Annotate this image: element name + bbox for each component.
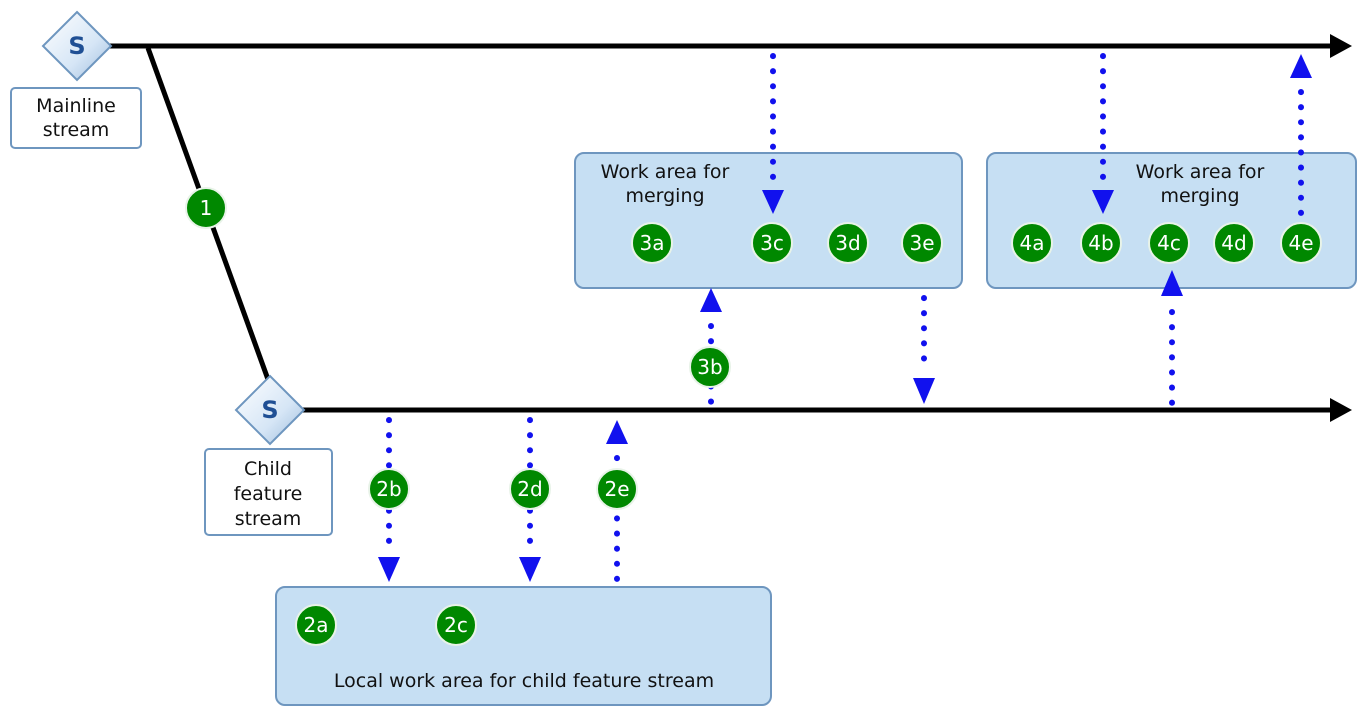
- mainline-label-line1: Mainline: [36, 95, 116, 117]
- arrow-2b-down: [378, 417, 400, 582]
- child-label-line1: Child: [244, 458, 292, 480]
- mainline-icon-letter: S: [68, 32, 85, 60]
- svg-text:3d: 3d: [835, 231, 860, 255]
- child-label-box: [204, 448, 333, 536]
- mainline-label-line2: stream: [43, 119, 110, 141]
- svg-text:3e: 3e: [909, 231, 934, 255]
- step-2b: 2b: [368, 468, 410, 510]
- svg-text:4e: 4e: [1288, 231, 1313, 255]
- child-label-line3: stream: [235, 508, 302, 530]
- step-3d: 3d: [827, 222, 869, 264]
- step-2c: 2c: [435, 604, 477, 646]
- step-3a: 3a: [631, 222, 673, 264]
- svg-text:1: 1: [200, 196, 213, 220]
- local-work-area: [275, 586, 772, 706]
- child-stream-icon: S: [234, 374, 306, 446]
- step-4a: 4a: [1011, 222, 1053, 264]
- arrow-4b-down: [1092, 53, 1114, 214]
- work-area-3-label-line1: Work area for: [601, 161, 730, 183]
- svg-text:2c: 2c: [444, 613, 468, 637]
- arrow-4c-up: [1161, 270, 1183, 407]
- step-3c: 3c: [751, 222, 793, 264]
- mainline-stream-icon: S: [41, 10, 113, 82]
- step-3b: 3b: [689, 346, 731, 388]
- step-4b: 4b: [1080, 222, 1122, 264]
- child-icon-letter: S: [261, 396, 278, 424]
- step-4c: 4c: [1148, 222, 1190, 264]
- svg-text:2a: 2a: [304, 613, 329, 637]
- svg-text:4d: 4d: [1221, 231, 1246, 255]
- svg-text:4b: 4b: [1088, 231, 1113, 255]
- work-area-4-label-line1: Work area for: [1136, 161, 1265, 183]
- step-3e: 3e: [901, 222, 943, 264]
- arrow-3e-down: [913, 295, 935, 404]
- arrow-2e-up: [606, 420, 628, 586]
- svg-text:4c: 4c: [1157, 231, 1181, 255]
- svg-text:3b: 3b: [697, 355, 722, 379]
- svg-text:3c: 3c: [760, 231, 784, 255]
- svg-text:2b: 2b: [376, 477, 401, 501]
- step-2a: 2a: [295, 604, 337, 646]
- step-2d: 2d: [509, 468, 551, 510]
- step-4e: 4e: [1280, 222, 1322, 264]
- mainline-label-box: [10, 87, 142, 149]
- work-area-4-label-line2: merging: [1160, 185, 1239, 207]
- local-work-area-label: Local work area for child feature stream: [334, 670, 714, 692]
- svg-text:2d: 2d: [517, 477, 542, 501]
- arrow-3c-down: [762, 53, 784, 214]
- child-stream-arrowhead: [1330, 398, 1352, 422]
- work-area-3-label-line2: merging: [625, 185, 704, 207]
- svg-text:3a: 3a: [640, 231, 665, 255]
- arrow-3b-up: [700, 288, 722, 407]
- arrow-4e-up: [1290, 54, 1312, 223]
- mainline-arrowhead: [1330, 34, 1352, 58]
- child-label-line2: feature: [234, 483, 303, 505]
- step-4d: 4d: [1213, 222, 1255, 264]
- step-1: 1: [185, 187, 227, 229]
- svg-text:4a: 4a: [1020, 231, 1045, 255]
- step-2e: 2e: [596, 468, 638, 510]
- arrow-2d-down: [519, 417, 541, 582]
- svg-text:2e: 2e: [604, 477, 629, 501]
